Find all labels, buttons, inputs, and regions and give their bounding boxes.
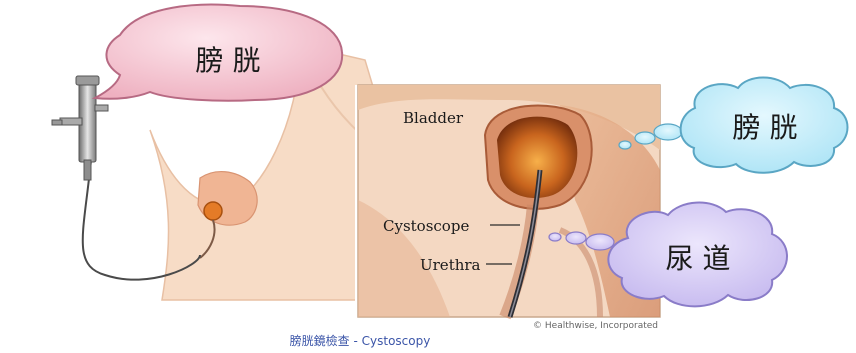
cloud-text-bladder: 膀 胱 — [733, 111, 798, 144]
figure-caption: 膀胱鏡檢查 - Cystoscopy — [290, 333, 431, 348]
anatomy-crosssection — [355, 85, 662, 325]
label-bladder: Bladder — [403, 109, 464, 127]
bubble-text-bladder: 膀 胱 — [196, 44, 261, 77]
speech-bubble-bladder: 膀 胱 — [95, 5, 342, 101]
label-cystoscope: Cystoscope — [383, 217, 469, 235]
cloud-text-urethra: 尿 道 — [666, 242, 731, 275]
credit-text: © Healthwise, Incorporated — [533, 321, 658, 331]
label-urethra: Urethra — [420, 256, 481, 274]
